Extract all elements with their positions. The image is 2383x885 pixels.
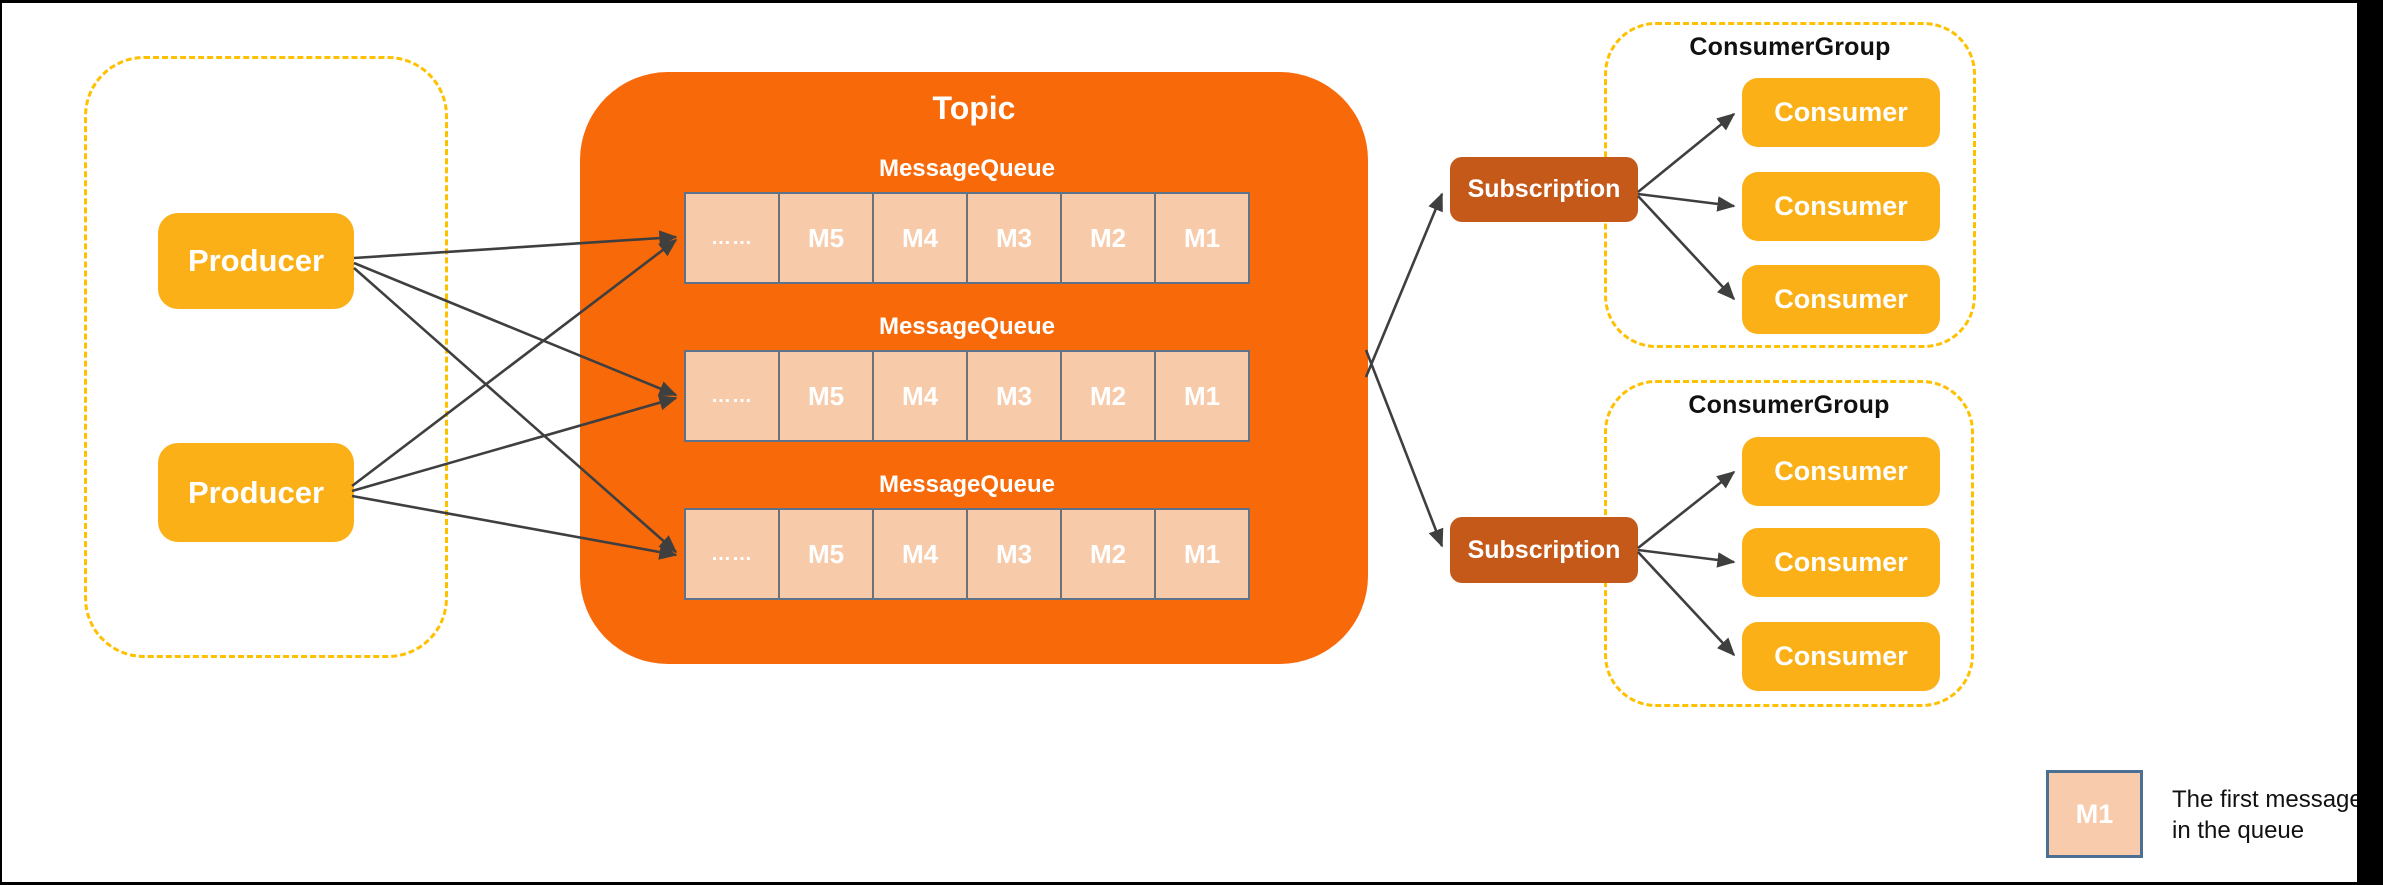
message-queue-row: …… M5 M4 M3 M2 M1 bbox=[684, 350, 1250, 442]
topic-title: Topic bbox=[932, 90, 1016, 126]
consumer-group-title: ConsumerGroup bbox=[1688, 391, 1890, 419]
message-cell: M2 bbox=[1060, 510, 1154, 598]
legend-text-line: in the queue bbox=[2172, 817, 2305, 844]
message-cell: …… bbox=[686, 194, 778, 282]
message-cell: M2 bbox=[1060, 352, 1154, 440]
message-cell: M1 bbox=[1154, 352, 1248, 440]
message-cell: M1 bbox=[1154, 510, 1248, 598]
consumer-node: Consumer bbox=[1742, 78, 1940, 147]
consumer-node: Consumer bbox=[1742, 265, 1940, 334]
producer-label: Producer bbox=[187, 474, 325, 510]
frame-border-left bbox=[0, 0, 2, 885]
subscription-node: Subscription bbox=[1450, 517, 1638, 583]
producer-label: Producer bbox=[187, 243, 325, 278]
message-cell: M5 bbox=[778, 352, 872, 440]
message-cell: M3 bbox=[966, 352, 1060, 440]
consumer-node: Consumer bbox=[1742, 437, 1940, 506]
legend-text-line: The first message bbox=[2172, 786, 2363, 813]
message-queue-row: …… M5 M4 M3 M2 M1 bbox=[684, 508, 1250, 600]
consumer-group-title: ConsumerGroup bbox=[1689, 33, 1891, 61]
message-queue-label: MessageQueue bbox=[878, 313, 1056, 340]
message-cell: …… bbox=[686, 510, 778, 598]
consumer-node: Consumer bbox=[1742, 172, 1940, 241]
producer-group-box bbox=[84, 56, 448, 658]
message-cell: M4 bbox=[872, 194, 966, 282]
message-cell: M3 bbox=[966, 510, 1060, 598]
message-cell: M5 bbox=[778, 510, 872, 598]
legend-text: The first message in the queue bbox=[2172, 784, 2372, 846]
message-queue-label: MessageQueue bbox=[878, 155, 1056, 182]
consumer-node: Consumer bbox=[1742, 528, 1940, 597]
frame-border-top bbox=[0, 0, 2383, 3]
message-cell: M2 bbox=[1060, 194, 1154, 282]
message-queue-row: …… M5 M4 M3 M2 M1 bbox=[684, 192, 1250, 284]
consumer-node: Consumer bbox=[1742, 622, 1940, 691]
consumer-group-box: ConsumerGroup bbox=[1604, 22, 1976, 348]
frame-border-bottom bbox=[0, 882, 2383, 885]
message-cell: …… bbox=[686, 352, 778, 440]
subscription-node: Subscription bbox=[1450, 157, 1638, 222]
message-queue-label: MessageQueue bbox=[878, 471, 1056, 498]
message-cell: M1 bbox=[1154, 194, 1248, 282]
message-cell: M3 bbox=[966, 194, 1060, 282]
legend-message-cell: M1 bbox=[2046, 770, 2143, 858]
message-cell: M4 bbox=[872, 510, 966, 598]
producer-node: Producer bbox=[158, 213, 354, 309]
frame-border-right bbox=[2357, 0, 2383, 885]
message-cell: M4 bbox=[872, 352, 966, 440]
message-cell: M5 bbox=[778, 194, 872, 282]
producer-node: Producer bbox=[158, 443, 354, 542]
